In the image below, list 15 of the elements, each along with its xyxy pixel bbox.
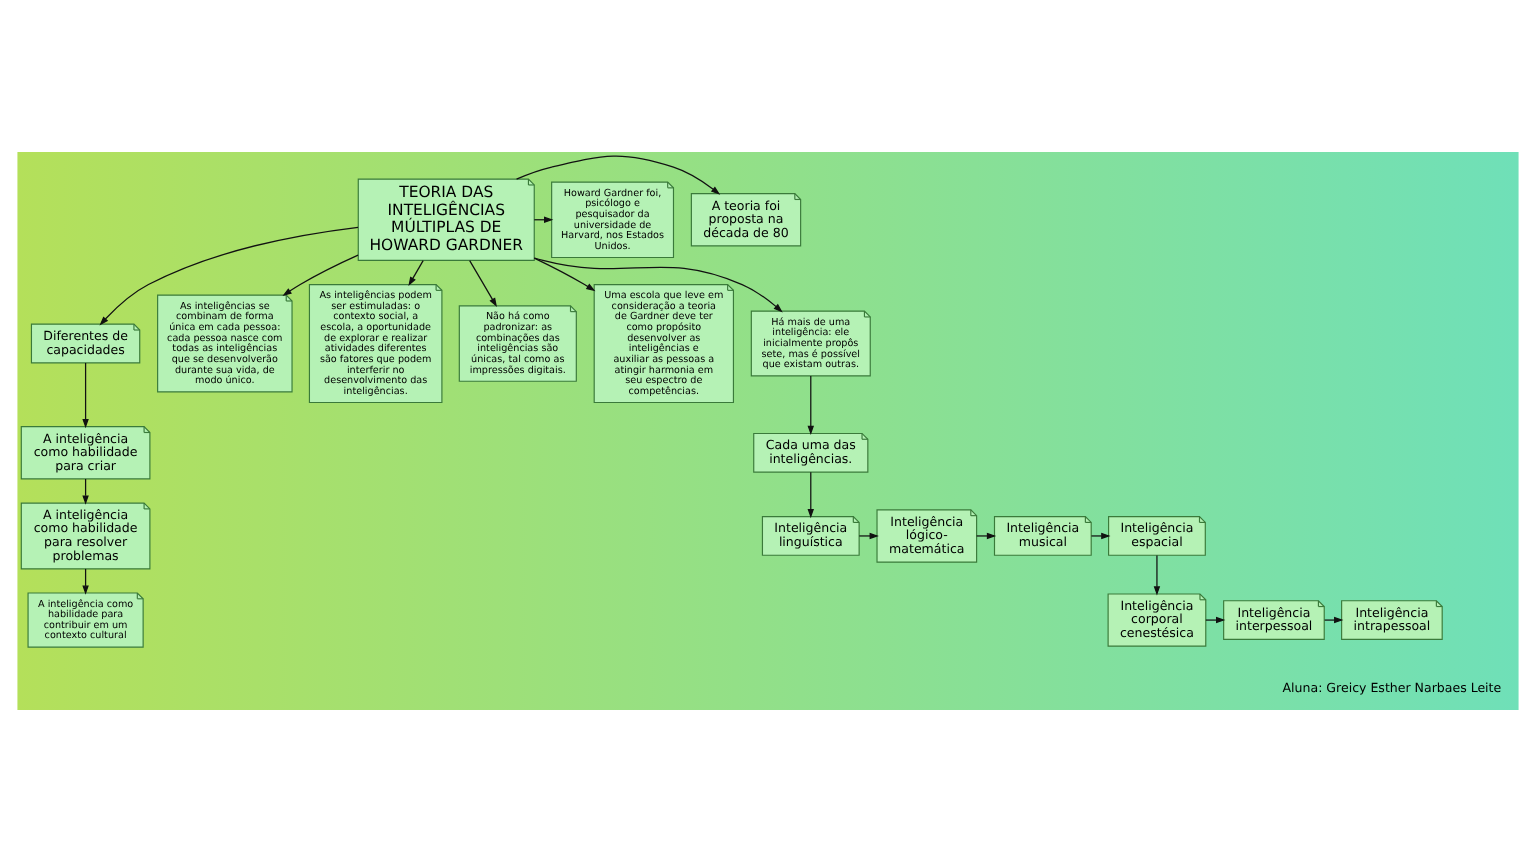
arrow <box>807 471 815 519</box>
arrow <box>99 226 359 326</box>
arrow <box>1205 616 1226 624</box>
arrow <box>807 375 815 436</box>
arrow <box>82 362 89 429</box>
arrow <box>408 260 424 287</box>
arrow <box>282 254 359 297</box>
arrow <box>1153 554 1161 596</box>
arrow <box>1090 532 1111 540</box>
arrow <box>469 260 497 308</box>
arrow <box>515 155 721 195</box>
arrow <box>1324 616 1344 624</box>
arrow <box>976 532 997 540</box>
arrow <box>858 532 879 540</box>
arrow <box>533 257 596 292</box>
